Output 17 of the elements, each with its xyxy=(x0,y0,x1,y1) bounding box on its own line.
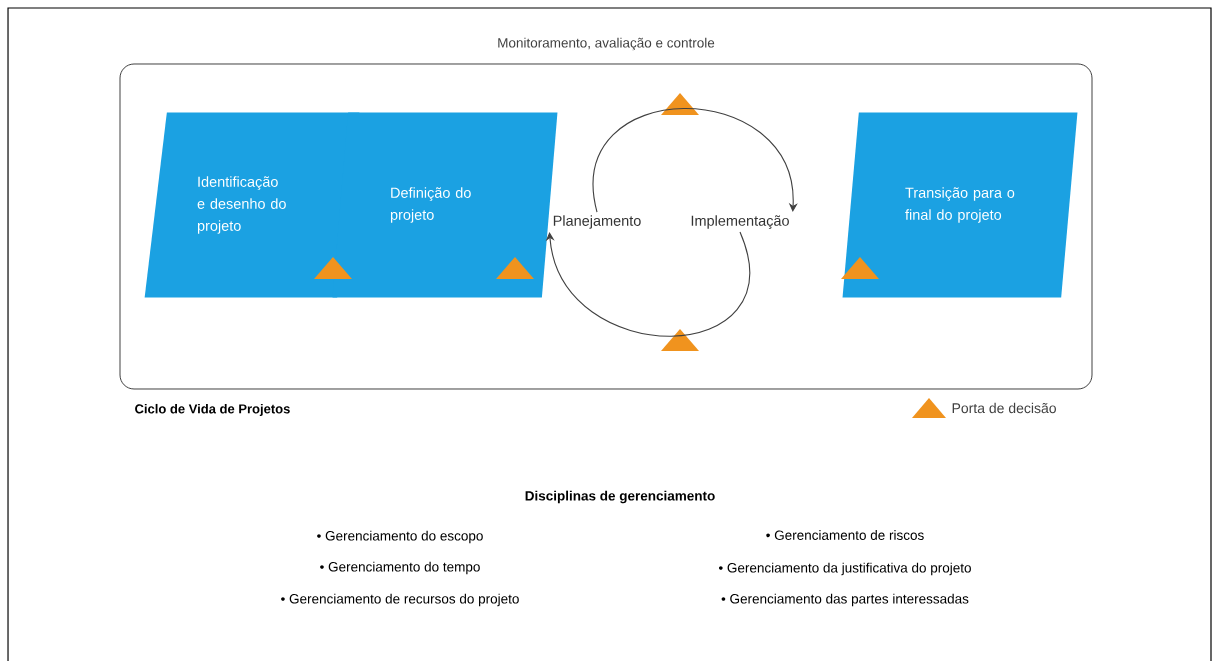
legend-label: Porta de decisão xyxy=(952,402,1056,414)
list-item: • Gerenciamento da justificativa do projeto xyxy=(719,562,971,576)
cycle-arrow xyxy=(545,231,750,337)
list-item: • Gerenciamento de recursos do projeto xyxy=(281,593,519,607)
section-heading: Disciplinas de gerenciamento xyxy=(525,490,715,504)
stage-label: Implementação xyxy=(691,215,789,229)
frame-heading: Monitoramento, avaliação e controle xyxy=(498,37,715,51)
diagram-title: Ciclo de Vida de Projetos xyxy=(135,403,290,417)
node-label: Definição do projeto xyxy=(390,187,471,223)
phase-box: Transição para o final do projeto xyxy=(842,112,1078,298)
list-item: • Gerenciamento de riscos xyxy=(766,530,924,540)
list-item: • Gerenciamento das partes interessadas xyxy=(721,593,969,607)
phase-box: Identificação e desenho do projeto xyxy=(144,112,360,298)
list-item: • Gerenciamento do tempo xyxy=(320,561,480,575)
node-label: Identificação e desenho do projeto xyxy=(197,176,286,234)
cycle-arrow xyxy=(592,108,798,213)
list-item: • Gerenciamento do escopo xyxy=(317,530,483,544)
